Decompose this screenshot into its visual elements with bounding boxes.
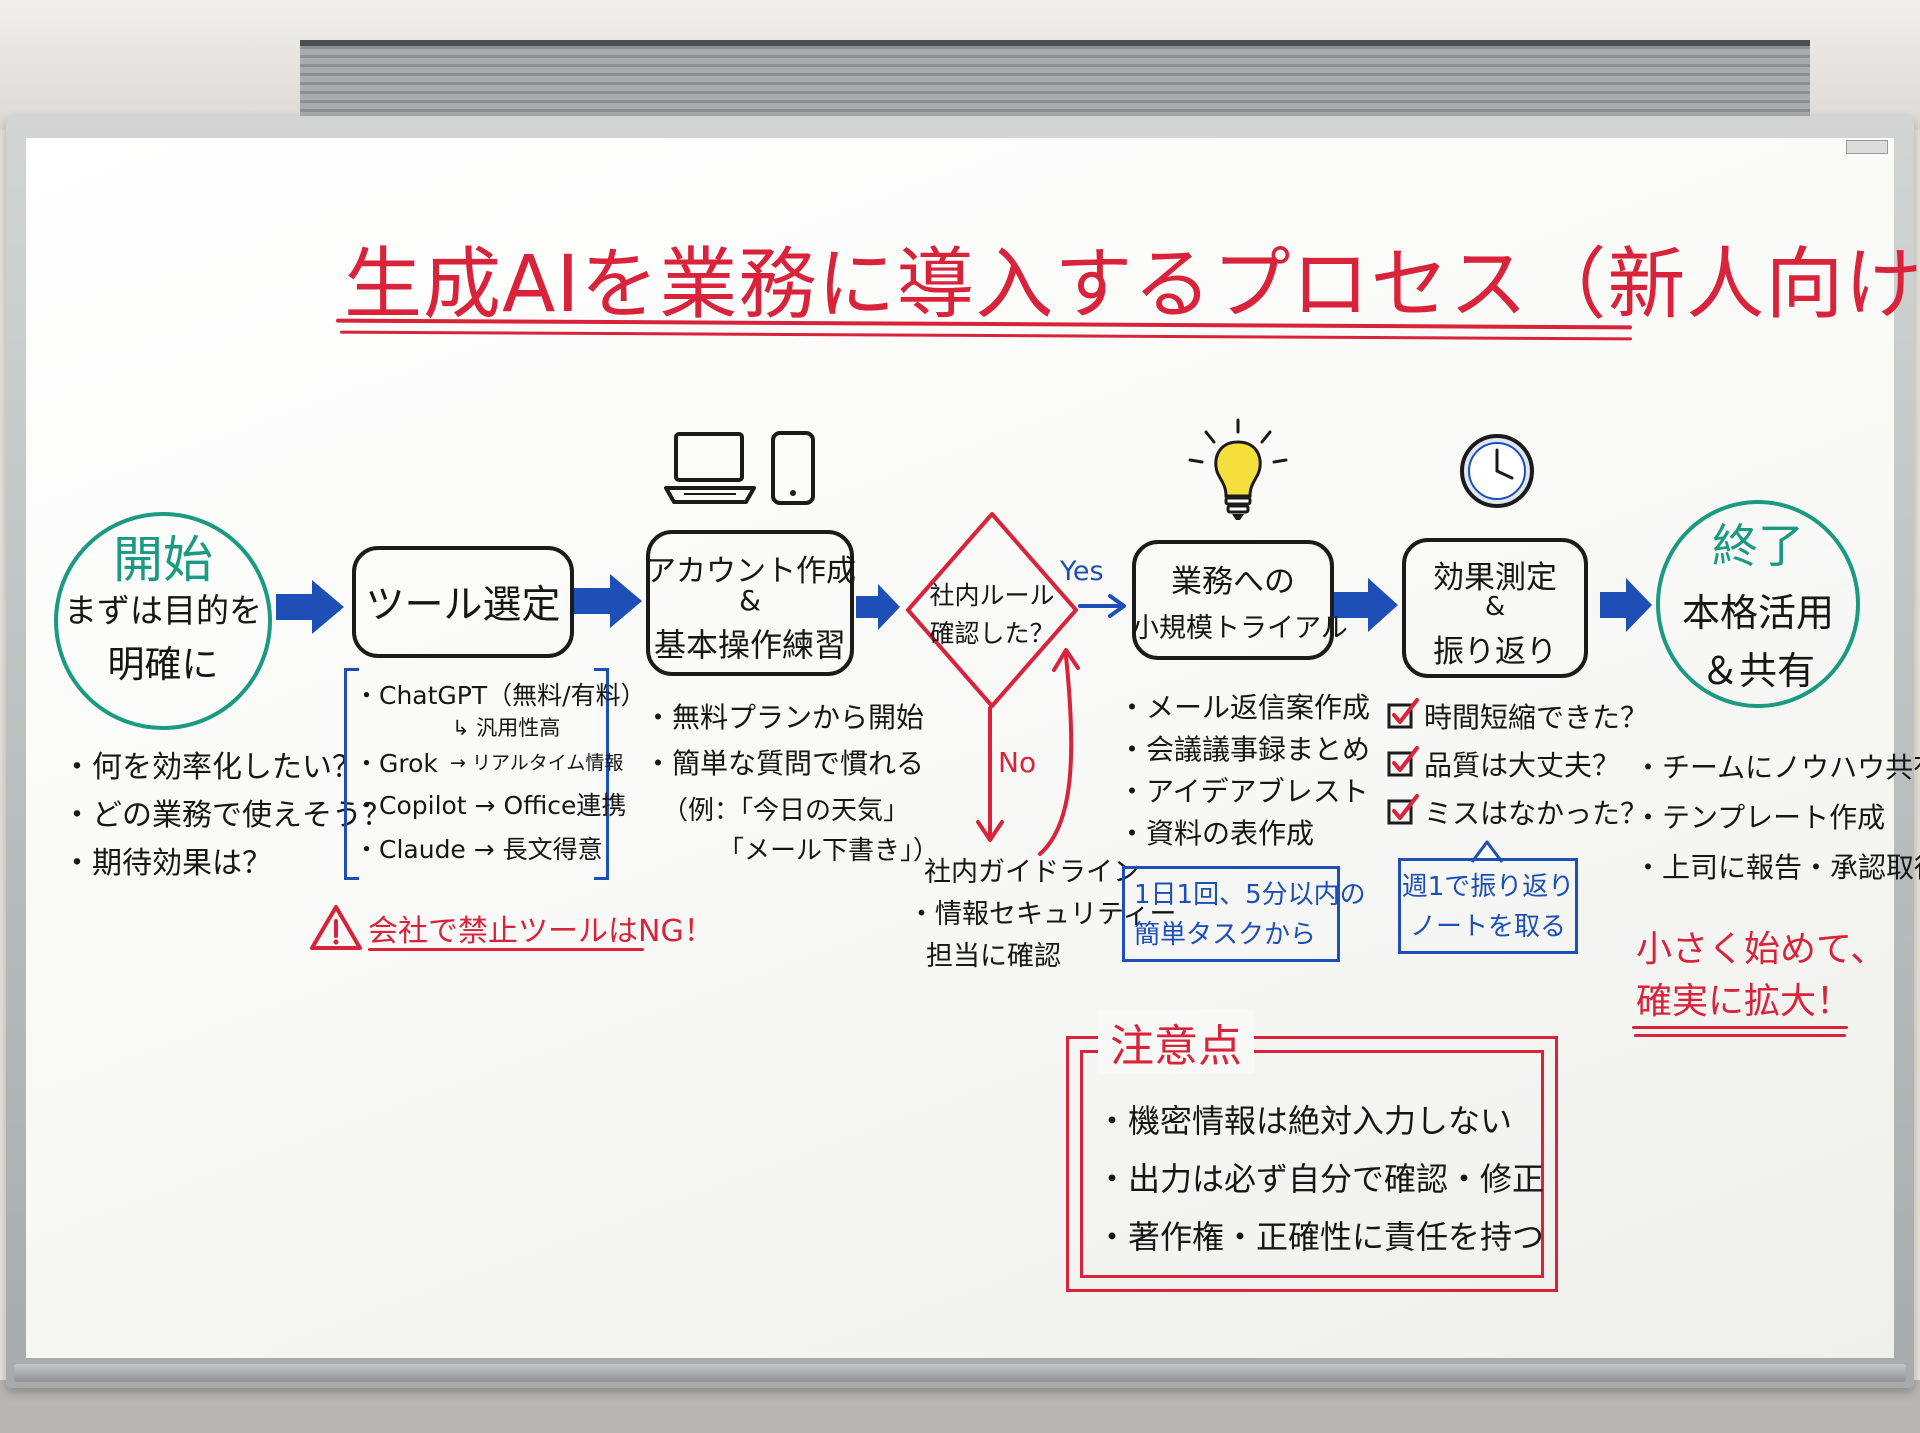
trial-tip-line2: 簡単タスクから (1134, 920, 1317, 950)
caution-item: ・出力は必ず自分で確認・修正 (1096, 1160, 1545, 1198)
account-note: ・簡単な質問で慣れる (644, 747, 925, 780)
decision-diamond (906, 512, 1078, 708)
checkbox-checked-icon (1387, 746, 1419, 777)
decision-no-note: ・情報セキュリティー (908, 899, 1177, 930)
trial-note: ・アイデアブレスト (1118, 775, 1369, 808)
end-line2: ＆共有 (1700, 649, 1815, 693)
start-heading: 開始 (113, 531, 213, 589)
start-circle (54, 512, 272, 730)
tool-selection-label: ツール選定 (365, 583, 561, 628)
tool-item-chatgpt: ・ChatGPT（無料/有料） (354, 681, 646, 710)
end-circle (1656, 500, 1860, 708)
end-slogan-underline-second (1634, 1034, 1846, 1037)
end-slogan-line1: 小さく始めて、 (1636, 929, 1887, 970)
laptop-icon (664, 432, 756, 504)
end-note: ・チームにノウハウ共有 (1634, 751, 1920, 784)
measure-check: 時間短縮できた？ (1424, 701, 1649, 734)
caution-box-outer (1066, 1036, 1558, 1292)
tool-selection-box (352, 546, 574, 658)
decision-no-label: No (998, 746, 1037, 779)
measure-tip-box (1398, 858, 1578, 954)
end-heading: 終了 (1712, 519, 1804, 573)
end-note: ・テンプレート作成 (1634, 801, 1886, 834)
floor (0, 1380, 1920, 1433)
decision-line2: 確認した？ (929, 619, 1055, 648)
trial-tip-line1: 1日1回、5分以内の (1134, 880, 1366, 910)
measure-tip-line2: ノートを取る (1409, 912, 1566, 942)
end-slogan-line2: 確実に拡大！ (1636, 981, 1853, 1022)
end-line1: 本格活用 (1681, 591, 1834, 635)
trial-note: ・メール返信案作成 (1118, 691, 1371, 724)
checkbox-checked-icon (1387, 698, 1419, 729)
measure-line1: 効果測定 (1433, 560, 1557, 596)
checkbox-checked-icon (1387, 794, 1419, 825)
tool-list-bracket-right (594, 668, 609, 880)
yes-arrow (1078, 594, 1126, 618)
measure-tip-line1: 週1で振り返り (1401, 872, 1575, 902)
tool-item-grok: ・Grok (354, 749, 438, 778)
account-setup-box (646, 530, 854, 676)
tool-item-copilot: ・Copilot → Office連携 (354, 791, 627, 820)
flow-arrow-2 (574, 574, 642, 628)
account-setup-line2: & (739, 584, 761, 617)
start-note: ・どの業務で使えそう？ (62, 798, 392, 833)
start-line1: まずは目的を (64, 591, 262, 630)
end-note: ・上司に報告・承認取得 (1634, 851, 1920, 884)
flow-arrow-3 (856, 584, 900, 630)
flow-arrow-4 (1334, 578, 1398, 632)
decision-no-note: 担当に確認 (926, 941, 1061, 972)
loop-back-arrow (1038, 648, 1080, 856)
measure-tip-pointer (1470, 840, 1504, 863)
trial-note: ・会議議事録まとめ (1118, 733, 1371, 766)
account-note: ・無料プランから開始 (644, 701, 925, 734)
end-slogan-underline (1632, 1026, 1848, 1029)
tool-item-claude: ・Claude → 長文得意 (354, 835, 603, 864)
trial-line1: 業務への (1171, 564, 1295, 600)
measure-check: ミスはなかった？ (1424, 797, 1649, 830)
trial-note: ・資料の表作成 (1118, 817, 1315, 850)
caution-box-inner (1080, 1050, 1544, 1278)
measure-line2: & (1484, 592, 1506, 622)
board-title: 生成AIを業務に導入するプロセス（新人向け） (344, 240, 1920, 330)
clock-icon (1460, 434, 1534, 508)
account-note: 「メール下書き」） (718, 836, 940, 866)
caution-item: ・機密情報は絶対入力しない (1096, 1102, 1513, 1140)
tool-warning-underline (368, 948, 644, 951)
decision-no-note: 社内ガイドライン (924, 857, 1140, 888)
account-setup-line3: 基本操作練習 (653, 626, 846, 664)
account-setup-line1: アカウント作成 (646, 554, 856, 589)
marker-tray (14, 1364, 1906, 1382)
measure-line3: 振り返り (1433, 634, 1557, 670)
measure-box (1402, 538, 1588, 678)
start-note: ・期待効果は？ (62, 846, 272, 881)
flow-arrow-1 (276, 580, 344, 634)
trial-line2: 小規模トライアル (1132, 613, 1348, 644)
start-note: ・何を効率化したい？ (62, 750, 362, 785)
trial-tip-box (1122, 866, 1340, 962)
start-line2: 明確に (107, 643, 219, 686)
tool-list-bracket-left (344, 668, 359, 880)
decision-yes-label: Yes (1060, 556, 1104, 587)
smartphone-icon (771, 431, 815, 505)
board-label-sticker (1846, 140, 1888, 154)
decision-line1: 社内ルール (929, 581, 1055, 610)
account-note: （例：「今日の天気」 (662, 796, 910, 826)
trial-box (1132, 540, 1334, 660)
caution-item: ・著作権・正確性に責任を持つ (1096, 1218, 1545, 1256)
measure-check: 品質は大丈夫？ (1424, 749, 1621, 782)
lightbulb-icon (1188, 418, 1288, 520)
warning-icon (310, 905, 362, 950)
tool-warning-text: 会社で禁止ツールはNG！ (368, 914, 714, 949)
tool-item-grok-note: → リアルタイム情報 (450, 752, 624, 774)
caution-heading: 注意点 (1098, 1010, 1254, 1074)
whiteboard-surface (26, 138, 1894, 1358)
tool-item-chatgpt-note: ↳ 汎用性高 (452, 716, 561, 740)
flow-arrow-5 (1600, 578, 1652, 632)
no-arrow (976, 706, 1004, 842)
